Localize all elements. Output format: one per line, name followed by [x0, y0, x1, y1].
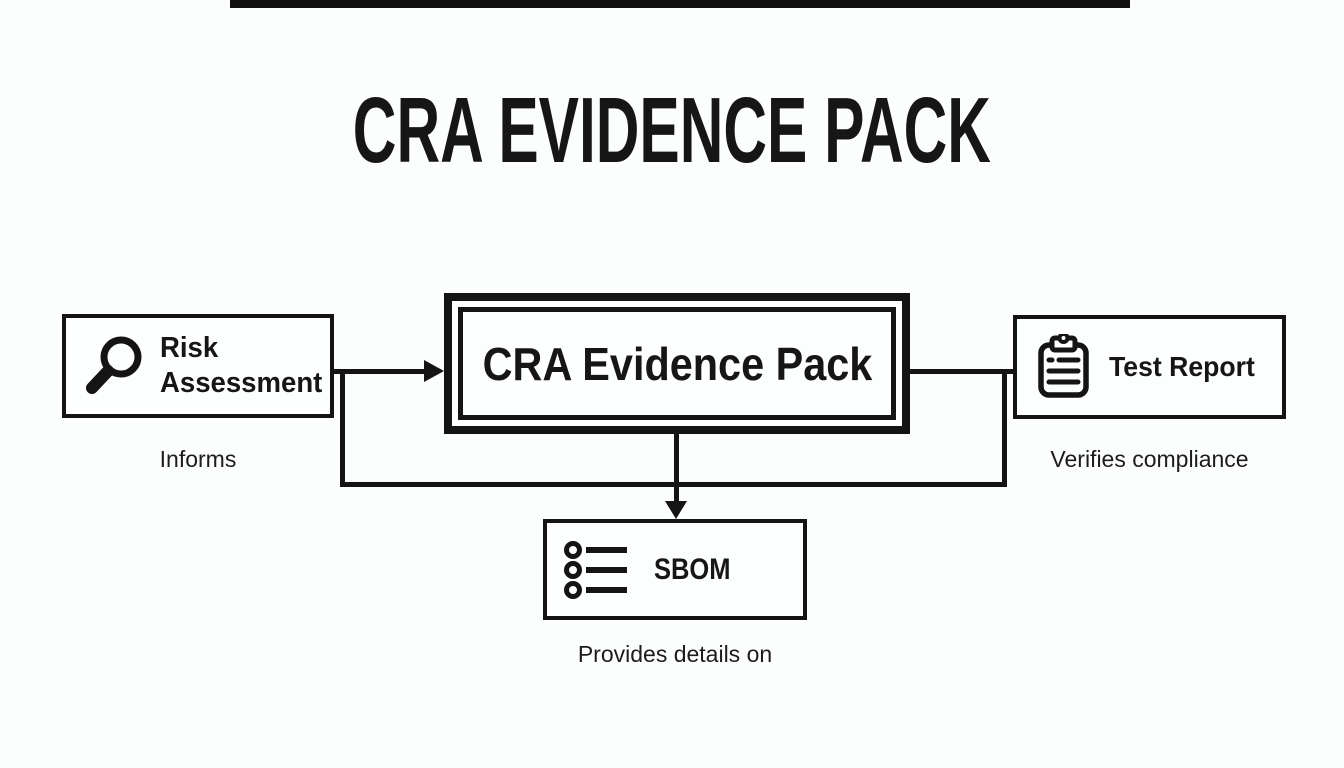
cra-evidence-pack-node: CRA Evidence Pack: [444, 293, 910, 434]
top-cropped-bar: [230, 0, 1130, 8]
edge-evidence-to-sbom-line: [674, 432, 679, 503]
bulleted-list-icon: [564, 540, 627, 599]
risk-label-line1: Risk: [160, 331, 219, 364]
risk-assessment-node: Risk Assessment: [62, 314, 334, 418]
page-title-text: CRA EVIDENCE PACK: [352, 78, 992, 182]
magnifying-glass-icon: [86, 336, 142, 394]
edge-evidence-to-test-line: [906, 369, 1013, 374]
edge-loop-bottom-horizontal: [340, 482, 1007, 487]
test-edge-caption: Verifies compliance: [1050, 446, 1249, 472]
risk-assessment-label: Risk Assessment: [160, 331, 322, 402]
test-report-node: Test Report: [1013, 315, 1286, 419]
sbom-edge-caption: Provides details on: [577, 641, 773, 667]
edge-loop-right-vertical: [1002, 371, 1007, 485]
risk-label-line2: Assessment: [160, 367, 323, 399]
risk-edge-caption: Informs: [159, 446, 237, 472]
sbom-node: SBOM: [543, 519, 807, 620]
clipboard-checklist-icon: [1038, 334, 1089, 398]
edge-risk-to-evidence-line: [333, 369, 427, 374]
edge-risk-to-evidence-arrowhead: [424, 360, 444, 382]
test-report-label: Test Report: [1109, 351, 1255, 382]
page-title: CRA EVIDENCE PACK: [0, 84, 1344, 177]
edge-evidence-to-sbom-arrowhead: [665, 501, 687, 519]
cra-evidence-pack-label: CRA Evidence Pack: [482, 337, 872, 390]
edge-loop-left-vertical: [340, 371, 345, 485]
cra-evidence-pack-inner-frame: CRA Evidence Pack: [458, 307, 896, 420]
sbom-label: SBOM: [654, 552, 731, 586]
